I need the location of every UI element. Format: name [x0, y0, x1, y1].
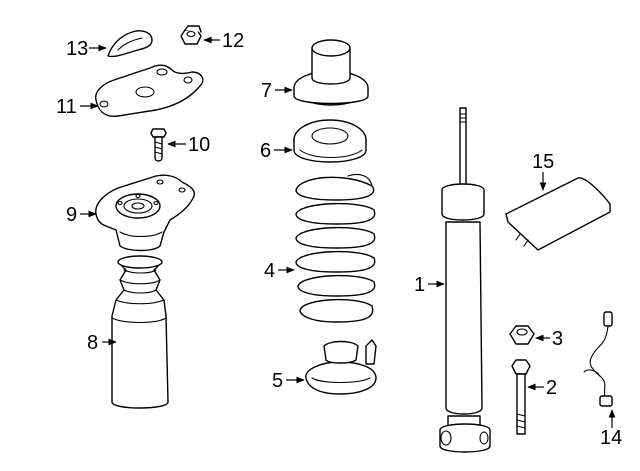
callout-2: 2: [546, 377, 557, 399]
callout-3: 3: [552, 328, 563, 350]
callout-14: 14: [600, 427, 622, 449]
part-13-shim: [107, 30, 153, 58]
callout-6: 6: [260, 140, 271, 162]
leader-lines: [80, 36, 616, 428]
part-5-spring-seat: [305, 339, 377, 395]
part-7-upper-spring-pad: [293, 39, 369, 106]
part-1-shock-absorber: [439, 107, 491, 453]
callout-15: 15: [532, 151, 554, 173]
callout-13: 13: [66, 38, 88, 60]
callout-9: 9: [66, 204, 77, 226]
part-2-bolt: [511, 359, 531, 435]
callout-numbers: 13 12 11 10 9 8 7 6 4 5 1 15 3 2 14: [56, 30, 622, 449]
callout-10: 10: [188, 134, 210, 156]
callout-5: 5: [272, 370, 283, 392]
part-10-bolt: [150, 128, 167, 162]
callout-12: 12: [222, 30, 244, 52]
part-3-nut: [509, 325, 535, 345]
part-6-spring-pad: [293, 119, 367, 163]
callout-7: 7: [261, 80, 272, 102]
part-15-cover: [505, 177, 611, 251]
part-9-strut-mount: [95, 174, 196, 252]
callout-4: 4: [264, 260, 275, 282]
part-8-dust-boot: [111, 255, 169, 409]
callout-8: 8: [87, 332, 98, 354]
part-11-plate: [95, 64, 204, 117]
part-12-nut: [180, 25, 202, 45]
callout-11: 11: [56, 96, 77, 118]
part-4-coil-spring: [295, 173, 376, 323]
part-14-sensor: [583, 311, 613, 407]
callout-1: 1: [414, 274, 425, 296]
